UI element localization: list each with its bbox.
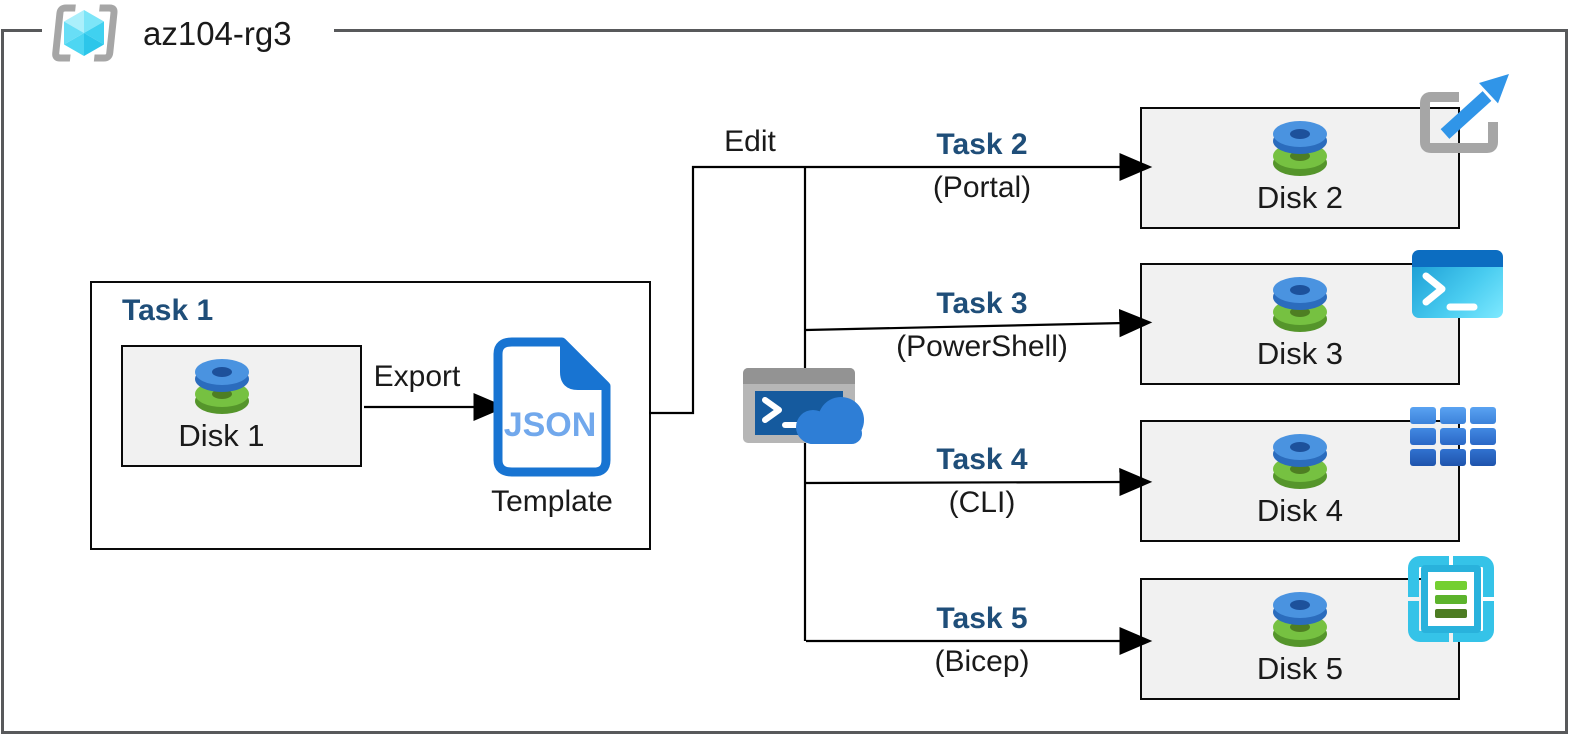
json-badge: JSON — [504, 406, 597, 444]
task5-title: Task 5 — [936, 602, 1028, 635]
task5-method: (Bicep) — [934, 645, 1030, 678]
task4-title: Task 4 — [936, 443, 1028, 476]
resource-group-icon — [52, 4, 118, 62]
azure-portal-icon — [1420, 74, 1509, 153]
managed-disk-icon — [1273, 434, 1327, 491]
resource-group-boundary — [1, 29, 1568, 734]
managed-disk-icon — [1273, 277, 1327, 334]
managed-disk-icon — [194, 359, 249, 416]
cloud-icon — [796, 397, 866, 445]
disk2-label: Disk 2 — [1256, 180, 1344, 215]
task4-label: Task 4 (CLI) — [832, 444, 1132, 520]
task1-title: Task 1 — [122, 294, 214, 327]
task3-title: Task 3 — [936, 287, 1028, 320]
edit-label: Edit — [724, 125, 776, 158]
json-template-icon: JSON — [493, 337, 611, 477]
managed-disk-icon — [1273, 121, 1327, 178]
managed-disk-icon — [1273, 592, 1327, 649]
disk5-label: Disk 5 — [1256, 651, 1344, 686]
task3-method: (PowerShell) — [896, 330, 1068, 363]
task4-method: (CLI) — [948, 486, 1016, 519]
disk2-box: Disk 2 — [1140, 107, 1460, 229]
disk4-label: Disk 4 — [1256, 493, 1344, 528]
task2-title: Task 2 — [936, 128, 1028, 161]
prompt-glyph-icon — [1422, 272, 1478, 311]
disk3-label: Disk 3 — [1256, 336, 1344, 371]
powershell-titlebar — [1412, 250, 1503, 267]
disk1-box: Disk 1 — [121, 345, 362, 467]
disk1-label: Disk 1 — [178, 418, 265, 453]
azure-cli-icon — [1410, 407, 1497, 468]
task2-method: (Portal) — [932, 171, 1032, 204]
task2-label: Task 2 (Portal) — [832, 129, 1132, 205]
terminal-titlebar — [743, 368, 855, 384]
resource-group-name: az104-rg3 — [143, 15, 292, 52]
disk5-box: Disk 5 — [1140, 578, 1460, 700]
bicep-icon — [1408, 556, 1494, 642]
cloud-shell-icon — [743, 368, 867, 446]
task3-label: Task 3 (PowerShell) — [832, 288, 1132, 364]
task5-label: Task 5 (Bicep) — [832, 603, 1132, 679]
disk4-box: Disk 4 — [1140, 420, 1460, 542]
powershell-icon — [1412, 250, 1503, 318]
disk3-box: Disk 3 — [1140, 263, 1460, 385]
template-label: Template — [491, 485, 613, 518]
export-label: Export — [373, 360, 461, 393]
template-doc — [1421, 565, 1481, 633]
